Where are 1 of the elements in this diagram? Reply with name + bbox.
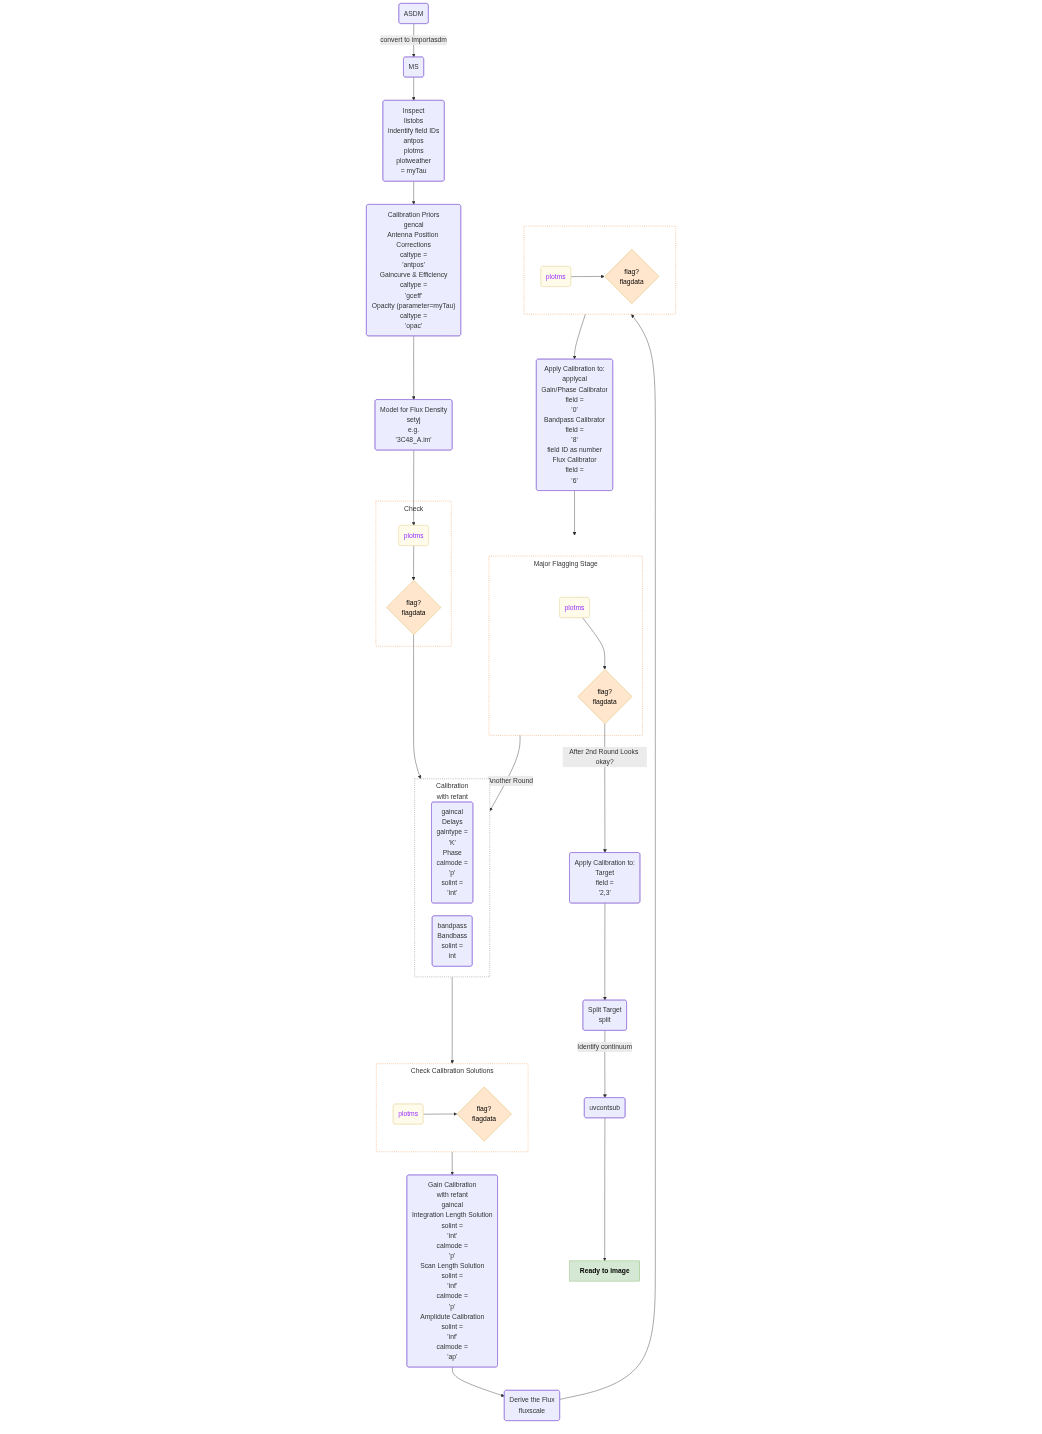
cluster [523,225,677,315]
